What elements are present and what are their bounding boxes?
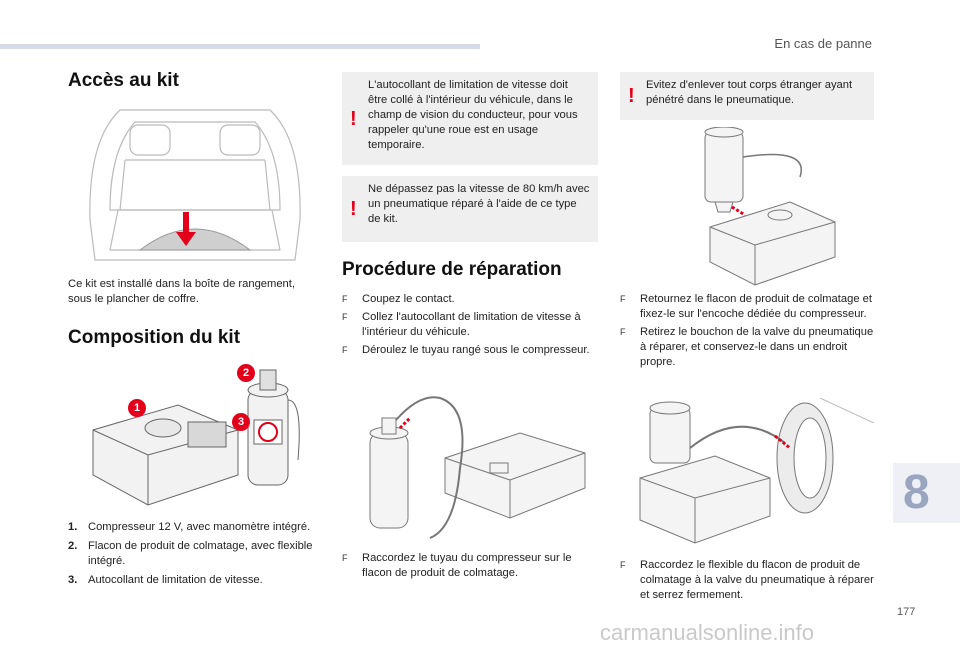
warning-box-sticker: ! L'autocollant de limitation de vitesse… <box>342 72 598 165</box>
bullet-icon: F <box>620 327 626 337</box>
warning-icon: ! <box>350 107 357 130</box>
page-number: 177 <box>897 606 916 618</box>
top-bar <box>0 44 480 49</box>
heading-repair-procedure: Procédure de réparation <box>342 259 562 280</box>
callout-3: 3 <box>232 413 250 431</box>
connect-valve-illustration <box>620 398 874 548</box>
warning-icon: ! <box>628 85 635 107</box>
watermark: carmanualsonline.info <box>600 620 815 645</box>
list-item: 1.Compresseur 12 V, avec manomètre intég… <box>68 521 311 533</box>
heading-kit-composition: Composition du kit <box>68 327 241 348</box>
heading-access-kit: Accès au kit <box>68 70 179 91</box>
bullet-icon: F <box>342 312 348 322</box>
fix-bottle-illustration <box>680 127 840 287</box>
warning-box-foreign-body: ! Evitez d'enlever tout corps étranger a… <box>620 72 874 120</box>
kit-illustration <box>88 360 308 510</box>
callout-2: 2 <box>237 364 255 382</box>
bullet-icon: F <box>342 553 348 563</box>
chapter-tab: 8 <box>893 463 960 523</box>
warning-box-speed: ! Ne dépassez pas la vitesse de 80 km/h … <box>342 176 598 242</box>
connect-hose-illustration <box>360 388 600 543</box>
trunk-illustration <box>80 100 310 265</box>
bullet-icon: F <box>620 560 626 570</box>
callout-1: 1 <box>128 399 146 417</box>
chapter-number: 8 <box>903 466 930 519</box>
running-title: En cas de panne <box>774 36 872 51</box>
list-item: 2.Flacon de produit de colmatage, avec f… <box>68 540 313 567</box>
list-item: 3.Autocollant de limitation de vitesse. <box>68 574 263 586</box>
bullet-icon: F <box>342 345 348 355</box>
bullet-icon: F <box>342 294 348 304</box>
bullet-icon: F <box>620 294 626 304</box>
access-text: Ce kit est installé dans la boîte de ran… <box>68 278 295 305</box>
warning-icon: ! <box>350 198 357 220</box>
kit-items-list: 1.Compresseur 12 V, avec manomètre intég… <box>68 520 318 592</box>
